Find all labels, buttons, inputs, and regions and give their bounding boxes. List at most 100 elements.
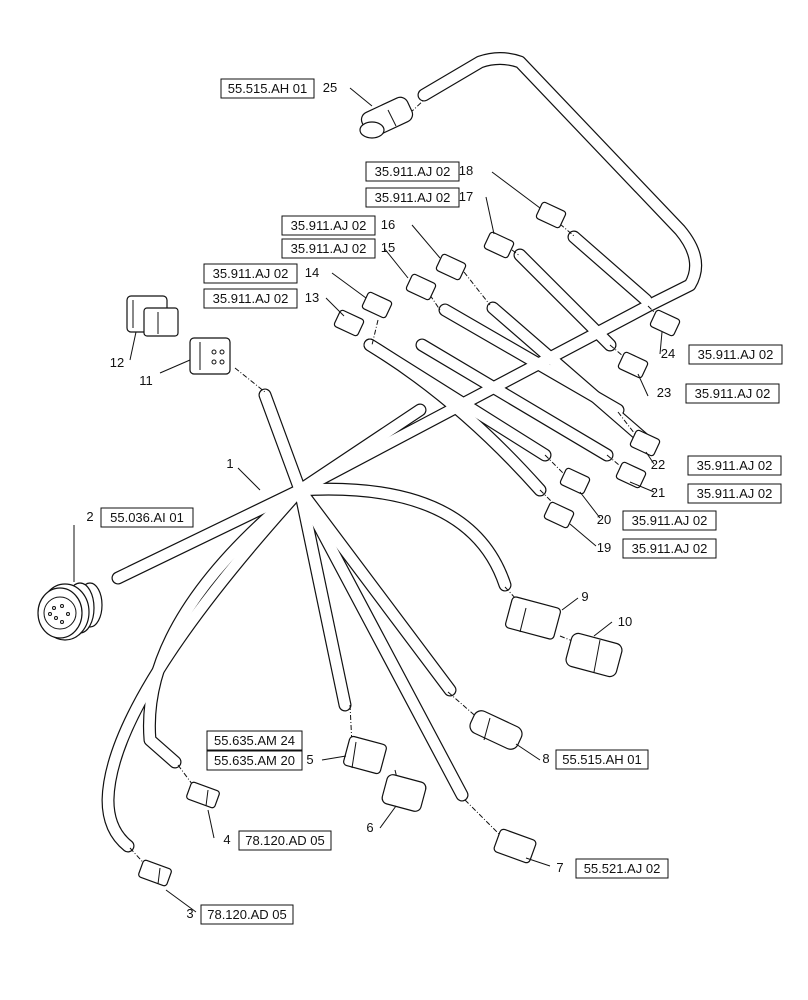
callout-19: 19 35.911.AJ 02 [597, 538, 717, 559]
hose-segment-16-fill [568, 231, 652, 306]
connector-11[interactable] [189, 337, 231, 375]
reference-link-17[interactable]: 35.911.AJ 02 [365, 187, 460, 208]
reference-code-7: 55.521.AJ 02 [584, 861, 661, 876]
connector-8[interactable] [467, 708, 524, 752]
callout-number-5: 5 [306, 752, 313, 767]
connector-23[interactable] [617, 351, 649, 379]
hose-segment-1-fill [259, 389, 306, 496]
hose-segment-14-fill [487, 302, 651, 446]
reference-link-5[interactable]: 55.635.AM 24 [206, 730, 303, 751]
circular-connector-2[interactable] [37, 582, 103, 641]
callout-11: 11 [139, 373, 153, 388]
callout-number-16: 16 [381, 217, 395, 232]
reference-link-13[interactable]: 35.911.AJ 02 [203, 288, 298, 309]
reference-link-23[interactable]: 35.911.AJ 02 [685, 383, 780, 404]
callout-9: 9 [581, 589, 588, 604]
reference-box-15 [281, 238, 376, 259]
reference-box-4 [238, 830, 332, 851]
connector-19[interactable] [543, 501, 575, 529]
connector-6[interactable] [381, 773, 427, 812]
connector-24[interactable] [649, 309, 681, 337]
callout-number-18: 18 [459, 163, 473, 178]
callout-5: 5 55.635.AM 24 55.635.AM 20 [206, 730, 314, 771]
leader-lines [73, 87, 663, 913]
reference-link-5-b[interactable]: 55.635.AM 20 [206, 750, 303, 771]
reference-box-17 [365, 187, 460, 208]
reference-link-7[interactable]: 55.521.AJ 02 [575, 858, 669, 879]
reference-code-18: 35.911.AJ 02 [375, 164, 451, 179]
connector-22[interactable] [629, 429, 661, 457]
connector-21[interactable] [615, 461, 647, 489]
reference-link-20[interactable]: 35.911.AJ 02 [622, 510, 717, 531]
connector-3[interactable] [138, 859, 172, 887]
connector-4[interactable] [186, 781, 220, 809]
hose-segment-7-fill [294, 484, 456, 696]
hose-segment-10-fill [294, 404, 426, 496]
reference-link-24[interactable]: 35.911.AJ 02 [688, 344, 783, 365]
reference-code-23: 35.911.AJ 02 [695, 386, 771, 401]
reference-link-2[interactable]: 55.036.AI 01 [100, 507, 194, 528]
reference-code-22: 35.911.AJ 02 [697, 458, 773, 473]
reference-link-16[interactable]: 35.911.AJ 02 [281, 215, 376, 236]
connector-25[interactable] [359, 95, 415, 140]
callout-number-19: 19 [597, 540, 611, 555]
reference-code-3: 78.120.AD 05 [207, 907, 287, 922]
reference-link-25[interactable]: 55.515.AH 01 [220, 78, 315, 99]
connector-14[interactable] [361, 291, 393, 319]
reference-box-2 [100, 507, 194, 528]
connector-13[interactable] [333, 309, 365, 337]
reference-link-4[interactable]: 78.120.AD 05 [238, 830, 332, 851]
hose-segment-17-fill [364, 339, 546, 496]
reference-code-14: 35.911.AJ 02 [213, 266, 289, 281]
reference-code-5: 55.635.AM 24 [214, 733, 295, 748]
reference-code-8: 55.515.AH 01 [562, 752, 642, 767]
reference-box-7 [575, 858, 669, 879]
hose-segment-2-fill [112, 484, 306, 584]
connector-7[interactable] [493, 828, 537, 864]
reference-link-3[interactable]: 78.120.AD 05 [200, 904, 294, 925]
hose-segment-12-fill [416, 339, 613, 461]
callout-number-13: 13 [305, 290, 319, 305]
reference-link-8[interactable]: 55.515.AH 01 [555, 749, 649, 770]
reference-box-5-b [206, 750, 303, 771]
reference-link-14[interactable]: 35.911.AJ 02 [203, 263, 298, 284]
connector-5[interactable] [343, 735, 387, 775]
reference-code-19: 35.911.AJ 02 [632, 541, 708, 556]
callout-6: 6 [366, 820, 373, 835]
reference-link-19[interactable]: 35.911.AJ 02 [622, 538, 717, 559]
connector-18[interactable] [535, 201, 567, 229]
callout-number-22: 22 [651, 457, 665, 472]
reference-link-22[interactable]: 35.911.AJ 02 [687, 455, 782, 476]
hose-segment-9-fill [294, 300, 654, 496]
callout-number-6: 6 [366, 820, 373, 835]
reference-link-21[interactable]: 35.911.AJ 02 [687, 483, 782, 504]
hose-segment-18-fill [418, 53, 701, 311]
callout-number-20: 20 [597, 512, 611, 527]
hose-segment-3-fill [144, 484, 306, 768]
callout-number-15: 15 [381, 240, 395, 255]
reference-box-16 [281, 215, 376, 236]
callout-18: 18 35.911.AJ 02 [365, 161, 473, 182]
callout-20: 20 35.911.AJ 02 [597, 510, 717, 531]
callout-number-17: 17 [459, 189, 473, 204]
callout-1: 1 [226, 456, 233, 471]
connector-9[interactable] [505, 596, 562, 640]
connector-10[interactable] [564, 632, 623, 678]
callout-number-9: 9 [581, 589, 588, 604]
reference-box-8 [555, 749, 649, 770]
connector-16[interactable] [435, 253, 467, 281]
connector-12[interactable] [126, 295, 179, 337]
callout-number-3: 3 [186, 906, 193, 921]
connector-20[interactable] [559, 467, 591, 495]
reference-box-21 [687, 483, 782, 504]
connector-15[interactable] [405, 273, 437, 301]
connector-17[interactable] [483, 231, 515, 259]
reference-link-15[interactable]: 35.911.AJ 02 [281, 238, 376, 259]
reference-link-18[interactable]: 35.911.AJ 02 [365, 161, 460, 182]
